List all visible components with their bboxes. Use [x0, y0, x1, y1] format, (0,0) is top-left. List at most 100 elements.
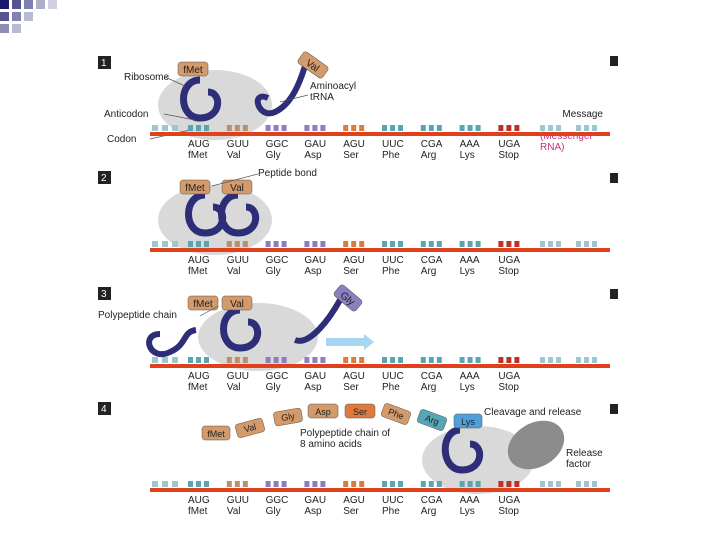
codon-tick [343, 241, 349, 247]
codon-tick [204, 357, 209, 363]
codon-label: AGU [343, 371, 365, 382]
codon-tick [234, 241, 240, 247]
panel-3: 3 fMet Val Gly Polypeptide chain AUGfMet… [98, 284, 618, 393]
trna-lys-4 [441, 426, 483, 474]
trna-gly-incoming [293, 298, 343, 344]
codon-tick [265, 481, 271, 487]
codon-tick [390, 125, 395, 131]
amino-acid-label: Phe [382, 150, 400, 161]
codon-tick [242, 481, 248, 487]
trailer-tick [548, 241, 553, 247]
chain-tag-ser [344, 403, 376, 419]
leader-tick [152, 481, 158, 487]
step-badge-1: 1 [98, 56, 111, 69]
codon-label: AUG [188, 495, 210, 506]
chain-tag-lys [453, 413, 483, 429]
codon-tick [436, 125, 442, 131]
panel-2: 2 fMet Val Peptide bond AUGfMetGUUValGGC… [98, 168, 618, 277]
trailer-tick [548, 481, 553, 487]
leader-tick [162, 357, 168, 363]
label-chain-of-8-1: Polypeptide chain of [300, 428, 390, 439]
codon-tick [196, 125, 201, 131]
amino-acid-label: Phe [382, 382, 400, 393]
chain-tag-val-text: Val [243, 422, 258, 435]
amino-acid-label: Asp [304, 506, 322, 517]
amino-acid-label: Asp [304, 266, 322, 277]
codon-label: AAA [460, 255, 480, 266]
panel-4: 4 fMet Val Gly Asp Ser Phe [98, 402, 618, 517]
trailer-tick [584, 357, 589, 363]
trailer-tick [592, 125, 597, 131]
codon-tick [281, 125, 287, 131]
step-badge-4: 4 [98, 402, 111, 415]
leader-tick [172, 481, 178, 487]
codon-label: UUC [382, 255, 404, 266]
panel-1-right-marker [610, 56, 618, 66]
codon-tick [514, 241, 520, 247]
codon-tick [475, 125, 481, 131]
movement-arrow [326, 334, 374, 350]
mrna-strand-2: AUGfMetGUUValGGCGlyGAUAspAGUSerUUCPheCGA… [150, 241, 610, 277]
codon-label: CGA [421, 139, 443, 150]
codon-tick [475, 241, 481, 247]
label-message: Message [562, 109, 603, 120]
mrna-strand-4: AUGfMetGUUValGGCGlyGAUAspAGUSerUUCPheCGA… [150, 481, 610, 517]
codon-tick [343, 481, 349, 487]
codon-tick [359, 357, 365, 363]
codon-label: GGC [266, 371, 289, 382]
codon-label: CGA [421, 255, 443, 266]
amino-acid-label: Phe [382, 266, 400, 277]
panel-2-right-marker [610, 173, 618, 183]
codon-label: AUG [188, 255, 210, 266]
amino-acid-label: Stop [498, 506, 519, 517]
trailer-tick [540, 241, 545, 247]
codon-tick [234, 125, 240, 131]
amino-acid-label: Lys [460, 506, 475, 517]
release-factor [507, 420, 565, 470]
codon-tick [506, 241, 512, 247]
codon-tick [304, 481, 310, 487]
panel-4-right-marker [610, 404, 618, 414]
codon-label: UGA [498, 255, 520, 266]
codon-tick [265, 125, 271, 131]
chain-tag-arg-text: Arg [424, 413, 441, 427]
trailer-tick [556, 125, 561, 131]
step-2-number: 2 [101, 173, 107, 184]
label-chain-of-8-2: 8 amino acids [300, 439, 362, 450]
codon-tick [304, 241, 310, 247]
codon-label: CGA [421, 495, 443, 506]
codon-tick [382, 481, 387, 487]
chain-tag-fmet-text: fMet [207, 429, 225, 439]
amino-acid-label: Gly [266, 150, 281, 161]
trailer-tick [592, 357, 597, 363]
codon-tick [506, 481, 512, 487]
step-badge-2: 2 [98, 171, 111, 184]
leader-tick [162, 125, 168, 131]
trailer-tick [556, 241, 561, 247]
amino-acid-label: Stop [498, 150, 519, 161]
codon-tick [459, 481, 465, 487]
amino-acid-label: fMet [188, 150, 208, 161]
codon-tick [242, 357, 248, 363]
chain-tag-asp-text: Asp [315, 407, 331, 417]
codon-label: AAA [460, 139, 480, 150]
mrna-backbone [150, 488, 610, 492]
amino-acid-label: Ser [343, 382, 359, 393]
amino-acid-label: Arg [421, 150, 437, 161]
codon-tick [359, 125, 365, 131]
codon-tick [204, 241, 209, 247]
trailer-tick [556, 357, 561, 363]
aa-tag-val-2-text: Val [230, 183, 244, 194]
codon-tick [428, 241, 434, 247]
label-anticodon: Anticodon [104, 109, 148, 120]
aa-tag-fmet-2 [179, 179, 211, 195]
codon-label: UGA [498, 371, 520, 382]
codon-label: GGC [266, 495, 289, 506]
codon-label: AGU [343, 495, 365, 506]
codon-tick [459, 241, 465, 247]
codon-tick [382, 357, 387, 363]
leader-tick [162, 481, 168, 487]
amino-acid-label: Gly [266, 382, 281, 393]
label-release-2: factor [566, 459, 592, 470]
codon-tick [420, 357, 426, 363]
